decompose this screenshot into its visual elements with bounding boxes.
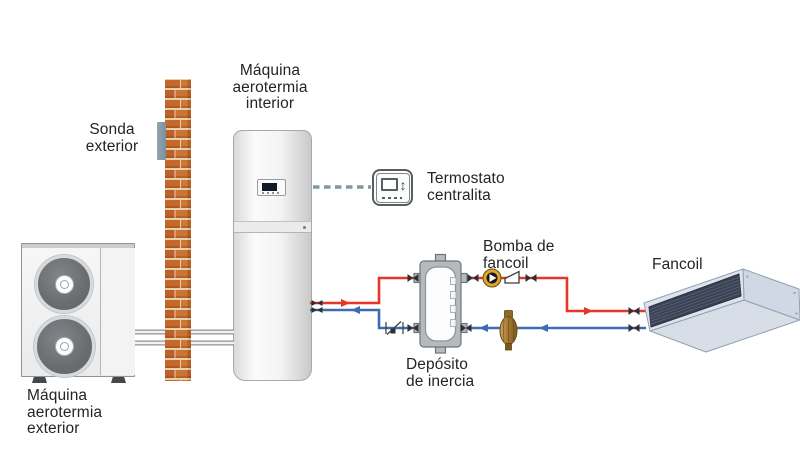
indoor-unit-control-panel [257,179,286,196]
wall-shadow-edge [188,79,191,381]
indoor-heat-pump-unit [233,130,312,381]
tank-label: Depósito de inercia [406,356,475,390]
tank-tap [450,277,457,285]
thermostat-buttons [381,196,402,199]
buffer-tank [413,253,468,354]
valve-icon [467,274,479,282]
valve-icon [407,324,419,332]
outdoor-unit-side-panel [100,248,135,375]
valve-icon [311,307,323,313]
outdoor-sensor-label: Sonda exterior [85,121,139,155]
brick-wall [165,79,191,381]
fan-icon [34,316,95,377]
fancoil-label: Fancoil [652,256,703,273]
tank-tap [450,305,457,313]
fan-hub-ring [60,342,69,351]
filter-ridges [502,317,515,344]
valve-icon [407,274,419,282]
indoor-unit-display [262,183,277,191]
outdoor-unit-foot [111,377,126,383]
thermostat-label: Termostato centralita [427,170,505,204]
pump-direction-arrow [489,274,497,282]
fancoil-grille-slats [649,276,741,325]
return-pipe [310,308,421,330]
outdoor-heat-pump-unit [21,243,135,377]
supply-pipe [310,276,421,305]
outdoor-unit-label: Máquina aerotermia exterior [27,387,103,437]
flow-arrow-left-icon [539,324,548,332]
drain-check-icon [385,321,404,335]
check-valve-icon [504,270,520,284]
return-pipes [310,306,646,332]
fan-icon [35,255,93,313]
shutoff-valves [311,274,640,332]
fan-hub-ring [59,279,69,289]
tank-tap [450,291,457,299]
flow-arrow-right-icon [341,299,350,307]
tank-vessel [424,266,457,342]
pump-icon [482,268,502,288]
indoor-unit-buttons [262,191,280,194]
pump-label: Bomba de fancoil [483,238,555,272]
filter-icon [499,310,518,351]
filter-stem [505,343,512,351]
thermostat-icon: ↕ [372,169,413,206]
thermostat-bezel: ↕ [375,172,410,203]
thermostat-screen [380,177,398,191]
valve-icon [460,324,472,332]
fan-hub [54,274,74,294]
indoor-unit-seam [234,221,311,233]
valve-icon [311,300,323,306]
flow-arrow-right-icon [584,307,593,315]
indoor-unit-seam-screw [303,226,306,229]
outdoor-sensor [157,122,166,160]
fancoil-unit [643,268,800,353]
indoor-unit-label: Máquina aerotermia interior [232,62,308,112]
fan-hub [55,337,74,356]
tank-tap [450,319,457,327]
fancoil-screws [746,275,798,315]
up-down-arrow-icon: ↕ [399,176,407,193]
outdoor-unit-foot [32,377,47,383]
valve-icon [525,274,537,282]
valve-icon [628,307,640,315]
flow-arrow-left-icon [351,306,360,314]
valve-icon [628,324,640,332]
outdoor-unit-top-strip [22,244,134,248]
flow-arrow-left-icon [479,324,488,332]
